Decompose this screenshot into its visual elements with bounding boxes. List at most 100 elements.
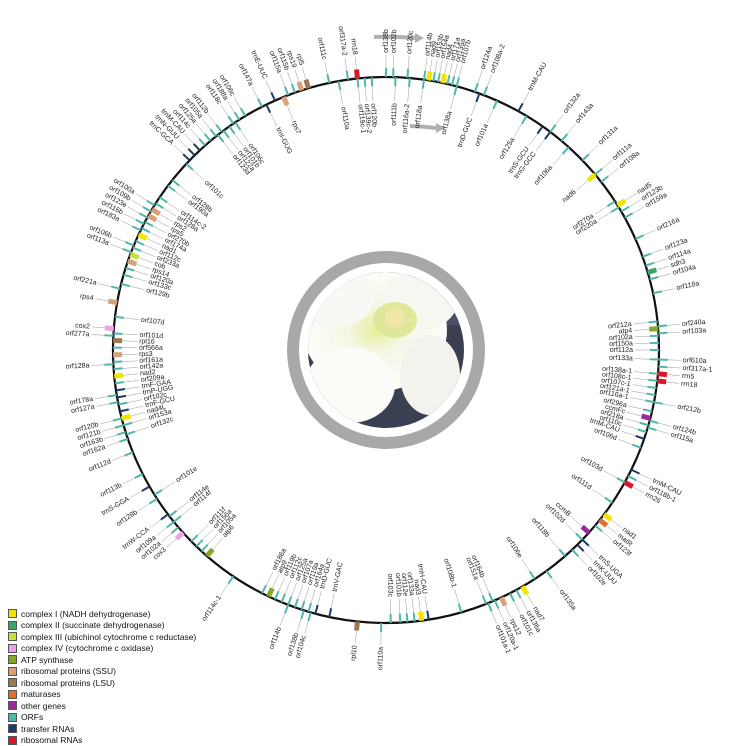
leader-line [124, 380, 139, 382]
leader-line [157, 527, 167, 535]
gene-block [167, 522, 174, 528]
gene-label: orf101b [394, 573, 402, 597]
gene-block [229, 126, 234, 133]
leader-line [527, 594, 534, 605]
leader-line [280, 613, 285, 625]
leader-line [107, 442, 119, 446]
leader-line [136, 264, 150, 269]
gene-block [643, 254, 651, 257]
legend-label: ATP synthase [21, 655, 73, 665]
leader-line [602, 531, 612, 539]
gene-block [658, 325, 667, 326]
gene-label: orf102b [391, 29, 399, 53]
gene-label: orf221a [73, 275, 98, 287]
gene-block [621, 207, 629, 212]
gene-block [161, 514, 168, 519]
leader-line [505, 606, 510, 618]
gene-block [457, 78, 459, 87]
leader-line [132, 419, 146, 423]
gene-block [147, 201, 155, 206]
gene-label: orf106a [533, 164, 554, 186]
gene-label: orf128b [115, 509, 139, 528]
gene-block [123, 249, 131, 252]
gene-block [301, 610, 304, 619]
gene-block [116, 389, 125, 390]
leader-line [99, 284, 112, 287]
leader-line [635, 359, 650, 360]
gene-block [638, 429, 647, 432]
legend-label: ribosomal RNAs [21, 735, 82, 745]
gene-block [329, 608, 331, 617]
gene-label: nad6 [561, 189, 578, 204]
leader-line [153, 226, 166, 233]
legend-swatch [8, 701, 17, 710]
leader-line [498, 609, 503, 621]
leader-line [134, 271, 148, 276]
gene-block [124, 423, 133, 425]
gene-block [125, 452, 133, 455]
gene-block [258, 99, 262, 107]
leader-line [121, 221, 133, 227]
gene-label: orf101a [474, 123, 490, 148]
gene-block [429, 71, 430, 80]
leader-line [425, 596, 427, 611]
leader-line [100, 421, 113, 424]
leader-line [449, 63, 452, 76]
leader-line [477, 582, 482, 596]
gene-block [145, 222, 153, 226]
legend-label: complex III (ubichinol cytochrome c redu… [21, 632, 196, 642]
gene-block [172, 180, 179, 186]
gene-block [658, 374, 667, 375]
gene-block [650, 421, 659, 423]
gene-label: orf138a [441, 111, 454, 136]
legend-swatch [8, 736, 17, 745]
leader-line [175, 191, 187, 200]
leader-line [604, 471, 617, 478]
leader-line [618, 439, 632, 444]
gene-block [522, 116, 527, 124]
leader-line [185, 134, 194, 144]
gene-block [653, 291, 662, 293]
gene-label: rrn5 [682, 373, 695, 381]
leader-line [96, 404, 109, 406]
gene-block [611, 207, 619, 212]
leader-line [440, 60, 442, 73]
leader-line [92, 327, 105, 328]
gene-block [205, 134, 211, 141]
leader-line [667, 324, 680, 325]
gene-block [601, 176, 608, 182]
gene-block [275, 591, 279, 599]
leader-line [395, 86, 396, 101]
leader-line [213, 538, 223, 549]
leader-line [595, 206, 608, 214]
gene-block [588, 175, 595, 181]
leader-line [623, 425, 637, 430]
gene-block [126, 268, 135, 271]
leader-line [127, 400, 142, 403]
leader-line [179, 186, 191, 195]
gene-label: orf106e [504, 536, 523, 560]
legend-label: ORFs [21, 712, 43, 722]
gene-block [202, 545, 208, 552]
gene-block [115, 382, 124, 383]
leader-line [630, 398, 645, 401]
gene-block [308, 612, 310, 621]
gene-block [302, 601, 305, 610]
leader-line [536, 139, 545, 151]
leader-line [565, 523, 576, 533]
gene-block [654, 402, 663, 404]
leader-line [589, 546, 598, 555]
leader-line [450, 95, 454, 109]
leader-line [567, 124, 575, 134]
leader-line [419, 597, 421, 612]
gene-block [207, 549, 213, 556]
leader-line [571, 517, 582, 527]
gene-block [172, 527, 179, 533]
legend-item: ORFs [8, 712, 196, 724]
legend-swatch [8, 621, 17, 630]
legend-label: ribosomal proteins (LSU) [21, 678, 115, 688]
gene-block [572, 550, 578, 557]
gene-label: orf103a [682, 327, 706, 335]
gene-label: orf147a [237, 63, 254, 87]
gene-block [125, 242, 133, 245]
